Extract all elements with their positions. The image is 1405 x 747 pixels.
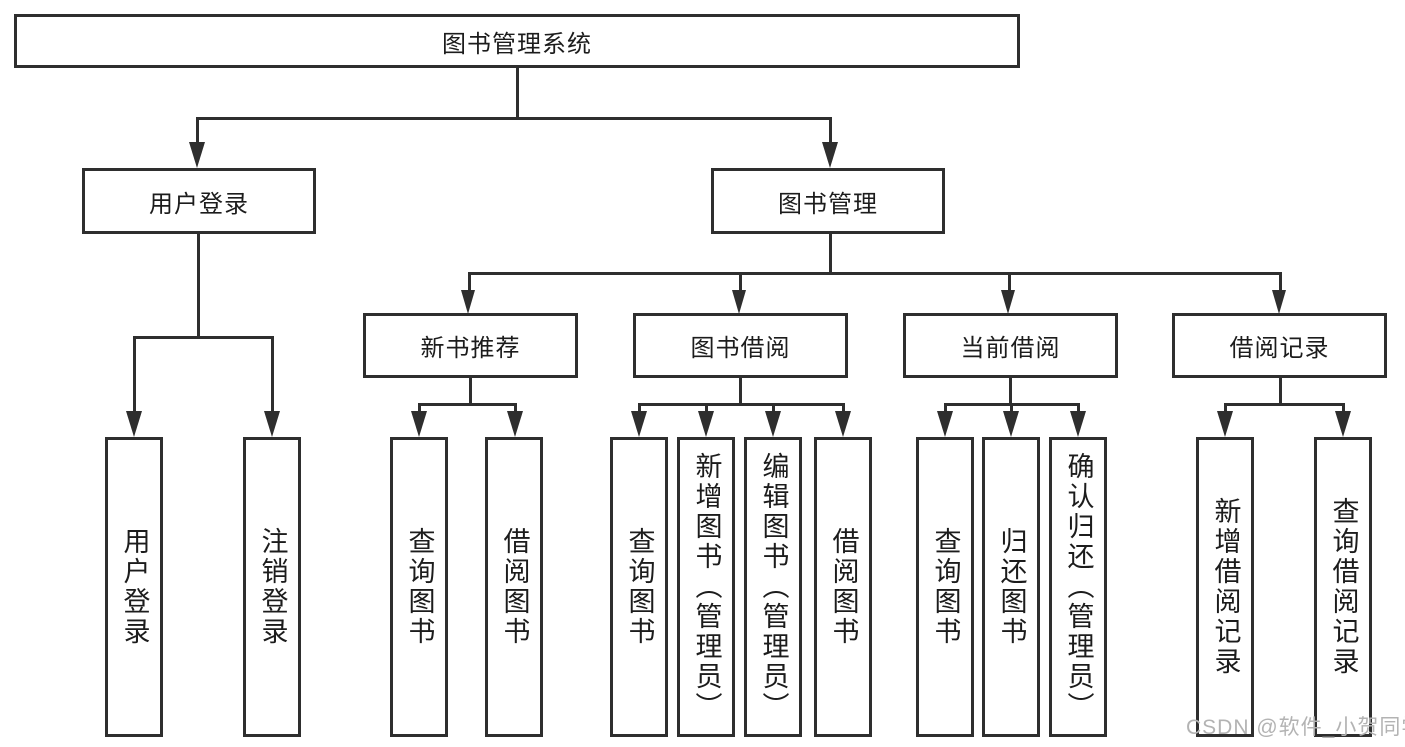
connector-vline bbox=[1279, 272, 1282, 292]
node-user-login: 用户登录 bbox=[82, 168, 316, 234]
arrow-down-icon bbox=[822, 142, 838, 168]
csdn-watermark: CSDN @软件_小贺同学 bbox=[1186, 716, 1405, 739]
arrow-down-icon bbox=[126, 411, 142, 437]
leaf-borrow-books: 借阅图书 bbox=[814, 437, 872, 737]
connector-vline bbox=[1224, 403, 1227, 413]
leaf-user-login: 用户登录 bbox=[105, 437, 163, 737]
arrow-down-icon bbox=[461, 290, 475, 314]
connector-hline bbox=[468, 272, 1282, 275]
node-borrowing-records: 借阅记录 bbox=[1172, 313, 1387, 378]
connector-hline bbox=[418, 403, 517, 406]
leaf-logout: 注销登录 bbox=[243, 437, 301, 737]
leaf-add-book-admin: 新增图书（管理员） bbox=[677, 437, 735, 737]
node-new-book-recommendation: 新书推荐 bbox=[363, 313, 578, 378]
arrow-down-icon bbox=[732, 290, 746, 314]
leaf-borrow-books: 借阅图书 bbox=[485, 437, 543, 737]
leaf-edit-book-admin: 编辑图书（管理员） bbox=[744, 437, 802, 737]
connector-vline bbox=[469, 378, 472, 403]
arrow-down-icon bbox=[835, 411, 851, 437]
connector-vline bbox=[1077, 403, 1080, 413]
connector-vline bbox=[516, 68, 519, 117]
connector-vline bbox=[271, 336, 274, 413]
connector-vline bbox=[1008, 272, 1011, 292]
connector-vline bbox=[1010, 403, 1013, 413]
connector-vline bbox=[772, 403, 775, 413]
connector-vline bbox=[514, 403, 517, 413]
arrow-down-icon bbox=[1003, 411, 1019, 437]
connector-hline bbox=[133, 336, 274, 339]
arrow-down-icon bbox=[937, 411, 953, 437]
connector-vline bbox=[197, 234, 200, 336]
connector-vline bbox=[944, 403, 947, 413]
connector-hline bbox=[196, 117, 832, 120]
leaf-query-books: 查询图书 bbox=[916, 437, 974, 737]
arrow-down-icon bbox=[1001, 290, 1015, 314]
arrow-down-icon bbox=[507, 411, 523, 437]
leaf-add-borrow-record: 新增借阅记录 bbox=[1196, 437, 1254, 737]
arrow-down-icon bbox=[411, 411, 427, 437]
node-current-borrowing: 当前借阅 bbox=[903, 313, 1118, 378]
arrow-down-icon bbox=[1335, 411, 1351, 437]
connector-vline bbox=[468, 272, 471, 292]
leaf-query-borrow-record: 查询借阅记录 bbox=[1314, 437, 1372, 737]
connector-vline bbox=[739, 378, 742, 403]
connector-vline bbox=[133, 336, 136, 413]
connector-vline bbox=[739, 272, 742, 292]
arrow-down-icon bbox=[1070, 411, 1086, 437]
connector-vline bbox=[638, 403, 641, 413]
connector-vline bbox=[1342, 403, 1345, 413]
arrow-down-icon bbox=[189, 142, 205, 168]
node-book-borrowing: 图书借阅 bbox=[633, 313, 848, 378]
connector-vline bbox=[829, 117, 832, 144]
arrow-down-icon bbox=[1272, 290, 1286, 314]
arrow-down-icon bbox=[631, 411, 647, 437]
leaf-return-books: 归还图书 bbox=[982, 437, 1040, 737]
connector-vline bbox=[842, 403, 845, 413]
connector-hline bbox=[638, 403, 845, 406]
node-library-management-system: 图书管理系统 bbox=[14, 14, 1020, 68]
connector-vline bbox=[418, 403, 421, 413]
arrow-down-icon bbox=[698, 411, 714, 437]
connector-vline bbox=[196, 117, 199, 144]
connector-vline bbox=[1279, 378, 1282, 403]
connector-vline bbox=[705, 403, 708, 413]
leaf-confirm-return-admin: 确认归还（管理员） bbox=[1049, 437, 1107, 737]
leaf-query-books: 查询图书 bbox=[610, 437, 668, 737]
leaf-query-books: 查询图书 bbox=[390, 437, 448, 737]
arrow-down-icon bbox=[1217, 411, 1233, 437]
connector-vline bbox=[1009, 378, 1012, 403]
connector-hline bbox=[1224, 403, 1345, 406]
node-book-management: 图书管理 bbox=[711, 168, 945, 234]
arrow-down-icon bbox=[765, 411, 781, 437]
arrow-down-icon bbox=[264, 411, 280, 437]
connector-vline bbox=[829, 234, 832, 272]
